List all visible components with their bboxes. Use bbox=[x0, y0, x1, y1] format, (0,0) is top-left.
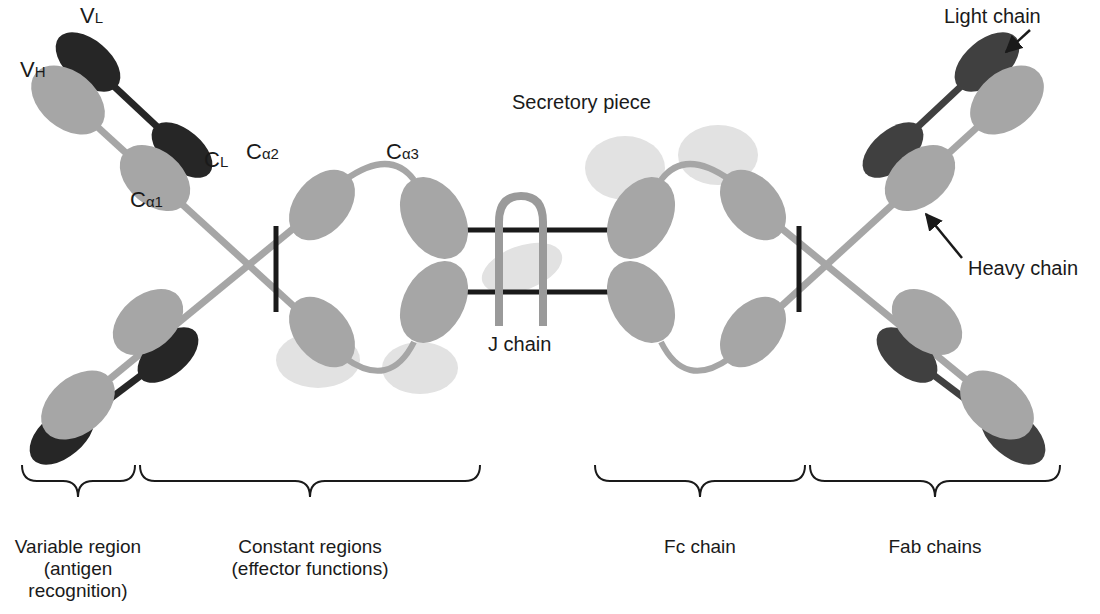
domain-label: Cα1 bbox=[130, 188, 163, 214]
domain-label: VL bbox=[80, 4, 103, 30]
callout-label: Light chain bbox=[944, 4, 1041, 28]
bracket-label: Variable region (antigen recognition) bbox=[3, 536, 153, 602]
domain-label: VH bbox=[20, 58, 46, 84]
domain-label: CL bbox=[204, 148, 228, 174]
part-label: Secretory piece bbox=[512, 90, 651, 114]
j-chain bbox=[499, 196, 543, 326]
bracket-label: Constant regions (effector functions) bbox=[230, 536, 390, 580]
iga-monomer bbox=[593, 21, 1057, 477]
domain-label: Cα3 bbox=[386, 140, 419, 166]
iga-monomer bbox=[18, 21, 482, 477]
bracket bbox=[22, 465, 1060, 497]
domain-label: Cα2 bbox=[246, 140, 279, 166]
callout-label: Heavy chain bbox=[968, 256, 1078, 280]
bracket-label: Fab chains bbox=[855, 536, 1015, 558]
part-label: J chain bbox=[488, 332, 551, 356]
bracket-label: Fc chain bbox=[620, 536, 780, 558]
